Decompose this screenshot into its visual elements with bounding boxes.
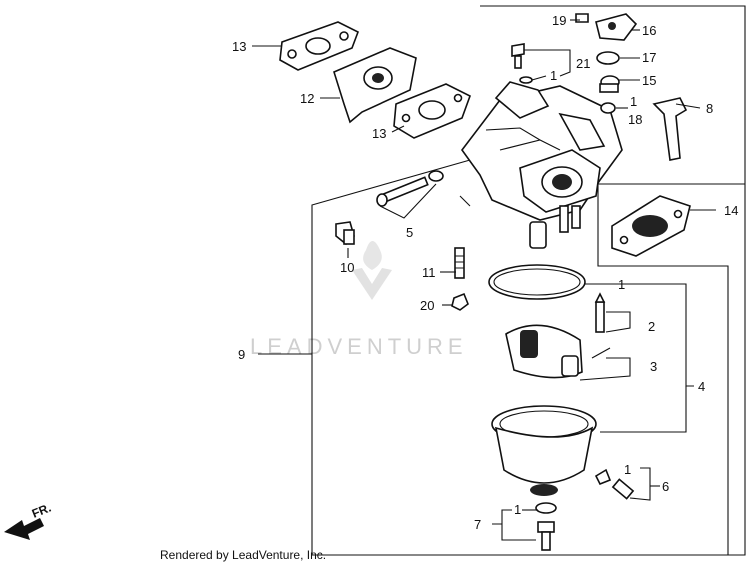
label-13-top: 13 bbox=[232, 39, 246, 54]
label-4: 4 bbox=[698, 379, 705, 394]
label-10: 10 bbox=[340, 260, 354, 275]
bolt-11 bbox=[454, 247, 465, 279]
part-labels: 13 12 13 19 16 21 1 17 15 1 18 8 14 5 10… bbox=[232, 13, 738, 532]
label-14: 14 bbox=[724, 203, 738, 218]
float-bowl bbox=[491, 405, 597, 496]
insulator-12 bbox=[333, 47, 417, 124]
front-label: FR. bbox=[30, 501, 53, 521]
label-17: 17 bbox=[642, 50, 656, 65]
inner-bracket-14 bbox=[597, 183, 745, 555]
bolt-7 bbox=[535, 502, 557, 551]
label-9: 9 bbox=[238, 347, 245, 362]
small-parts bbox=[511, 13, 638, 114]
screw-10 bbox=[335, 221, 355, 246]
label-18: 18 bbox=[628, 112, 642, 127]
float bbox=[505, 324, 583, 379]
watermark-text: LEADVENTURE bbox=[250, 334, 468, 359]
o-ring-1 bbox=[488, 264, 586, 300]
assembly-bracket bbox=[311, 5, 746, 556]
label-8: 8 bbox=[706, 101, 713, 116]
label-1-a: 1 bbox=[550, 68, 557, 83]
gasket-14 bbox=[611, 195, 691, 257]
label-19: 19 bbox=[552, 13, 566, 28]
label-20: 20 bbox=[420, 298, 434, 313]
front-direction-indicator: FR. bbox=[4, 501, 53, 540]
label-2: 2 bbox=[648, 319, 655, 334]
carburetor-body bbox=[461, 81, 623, 249]
label-16: 16 bbox=[642, 23, 656, 38]
label-1-e: 1 bbox=[514, 502, 521, 517]
front-arrow-icon bbox=[4, 518, 44, 540]
label-11: 11 bbox=[422, 265, 436, 280]
gasket-13-top bbox=[279, 21, 360, 71]
label-5: 5 bbox=[406, 225, 413, 240]
label-1-c: 1 bbox=[618, 277, 625, 292]
pin-3 bbox=[591, 347, 611, 359]
label-1-d: 1 bbox=[624, 462, 631, 477]
label-7: 7 bbox=[474, 517, 481, 532]
lever-8 bbox=[652, 97, 688, 161]
screw-5 bbox=[376, 170, 444, 207]
label-1-b: 1 bbox=[630, 94, 637, 109]
label-6: 6 bbox=[662, 479, 669, 494]
drain-screw-6 bbox=[594, 468, 635, 500]
label-12: 12 bbox=[300, 91, 314, 106]
label-3: 3 bbox=[650, 359, 657, 374]
watermark: LEADVENTURE bbox=[250, 241, 468, 359]
gasket-13-lower bbox=[393, 83, 471, 139]
credit-text: Rendered by LeadVenture, Inc. bbox=[160, 548, 326, 562]
label-15: 15 bbox=[642, 73, 656, 88]
leader-lines bbox=[252, 19, 716, 541]
float-needle-2 bbox=[594, 292, 606, 333]
nut-20 bbox=[451, 292, 469, 311]
label-21: 21 bbox=[576, 56, 590, 71]
label-13-lower: 13 bbox=[372, 126, 386, 141]
